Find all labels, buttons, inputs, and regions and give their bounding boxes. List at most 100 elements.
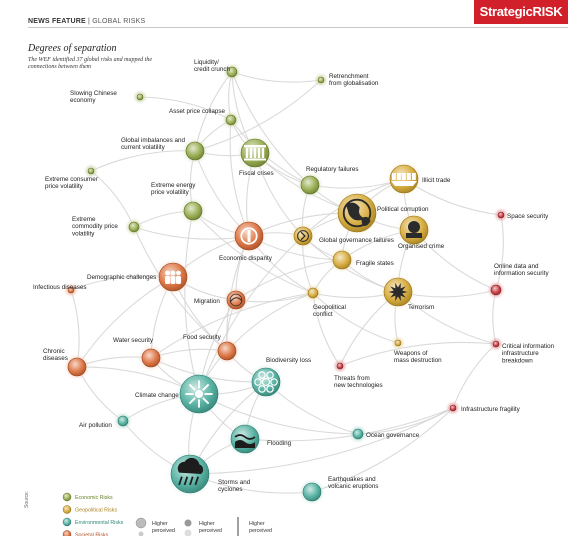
legend-label: Environmental Risks [75,520,124,526]
figure-subtitle: The WEF identified 37 global risks and m… [28,57,152,70]
node-label-line: Global imbalances and [121,137,186,144]
node-label-line: Liquidity/ [194,59,219,66]
page-header: NEWS FEATURE | GLOBAL RISKS StrategicRIS… [0,0,580,28]
node-label-line: infrastructure [502,350,539,357]
node-bubble-imbalances [185,141,205,161]
node-bubble-onlinedata [490,284,502,296]
node-label-flooding: Flooding [267,440,292,447]
node-label-line: Online data and [494,263,539,270]
node-label-line: diseases [43,355,68,362]
node-label-ocean: Ocean governance [366,432,420,439]
node-label-line: Geopolitical [313,304,346,311]
node-label-line: Extreme energy [151,182,196,189]
node-label-line: economy [70,97,96,104]
legend-swatch [62,517,72,527]
node-bubble-infrafragility [449,404,457,412]
link-imbalances-consumer [90,150,196,172]
node-corruption: Political corruption [333,189,429,237]
section-kicker: NEWS FEATURE | GLOBAL RISKS [28,18,146,25]
node-label-demographic: Demographic challenges [87,274,156,281]
node-label-fragile: Fragile states [356,260,394,267]
node-label-infectious: Infectious diseases [33,284,87,291]
legend-item-societal: Societal Risks [62,530,109,536]
node-illicit: Illicit trade [385,160,451,198]
link-conflict-watersec [150,292,314,359]
node-label-terrorism: Terrorism [408,304,434,311]
node-liquidity: Liquidity/credit crunch [194,59,242,82]
node-foodsec: Food security [183,334,241,365]
node-label-line: Biodiversity loss [266,357,311,364]
node-bubble-airpollution [117,415,129,427]
node-label-foodsec: Food security [183,334,222,341]
node-bubble-energy [183,201,203,221]
node-label-liquidity: Liquidity/credit crunch [194,59,231,73]
link-climate-ocean [198,393,359,435]
node-label-line: Space security [507,213,549,220]
key-label-line1: Higher [249,521,265,527]
key-shade-light [184,529,192,536]
node-bubble-space [497,211,505,219]
node-label-line: Water security [113,337,154,344]
link-ocean-infrafragility [357,407,454,435]
node-label-line: Air pollution [79,422,112,429]
node-bubble-wmd [394,339,402,347]
node-label-infrafragility: Infrastructure fragility [461,406,521,413]
node-label-line: Flooding [267,440,292,447]
node-label-line: Terrorism [408,304,434,311]
node-label-line: Weapons of [394,350,428,357]
link-imbalances-retrenchment [194,79,322,152]
globe-icon [342,198,372,228]
node-airpollution: Air pollution [79,411,133,431]
link-critical-infrafragility [452,343,497,409]
node-label-line: breakdown [502,357,533,364]
node-bubble-chronic [67,357,87,377]
node-label-line: Retrenchment [329,73,369,80]
node-label-regulatory: Regulatory failures [306,166,359,173]
legend-swatch [62,505,72,514]
node-watersec: Water security [113,337,165,372]
node-bubble-governance [293,226,313,246]
node-flooding: Flooding [226,420,292,458]
node-bubble-migration [226,290,246,310]
key-label-line1: Higher [152,521,168,527]
node-bubble-biodiversity [251,367,281,397]
node-label-line: Critical information [502,343,555,350]
node-label-line: Threats from [334,375,370,382]
link-asset-chinese [139,96,232,121]
node-label-line: Illicit trade [422,177,451,184]
node-label-line: Global governance failures [319,237,394,244]
key-label-line2: perceived [249,528,272,534]
link-energy-conflict [192,210,314,294]
source-note: Source: [24,490,30,508]
node-label-line: Earthquakes and [328,476,376,483]
link-storms-infrafragility [189,407,454,475]
node-bubble-infectious [67,286,75,294]
figure-title: Degrees of separation [28,43,117,54]
node-bubble-regulatory [300,175,320,195]
legend-item-geopolitical: Geopolitical Risks [62,505,117,514]
link-onlinedata-space [495,214,504,291]
node-label-line: mass destruction [394,357,442,364]
node-infectious: Infectious diseases [33,282,87,298]
shield-icon [297,230,309,242]
